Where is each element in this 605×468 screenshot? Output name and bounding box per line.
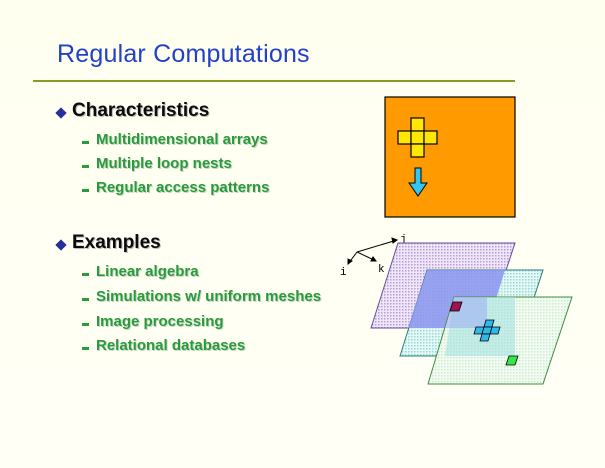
stencil-box — [384, 96, 516, 218]
axis-label-k: k — [378, 264, 385, 276]
list-item: Simulations w/ uniform meshes — [96, 288, 322, 305]
blue-stencil-marker — [473, 319, 501, 342]
axes-icon — [347, 237, 399, 265]
dash-icon — [82, 347, 89, 350]
dash-icon — [82, 141, 89, 144]
title-underline — [33, 80, 515, 82]
section-heading-characteristics: Characteristics — [72, 100, 210, 121]
list-item: Relational databases — [96, 337, 246, 354]
axis-label-j: j — [400, 234, 407, 246]
green-cell-marker — [505, 355, 519, 366]
red-cell-marker — [449, 301, 463, 312]
layered-arrays — [370, 242, 573, 385]
stencil-cell — [410, 143, 425, 158]
stencil-cell — [423, 130, 438, 145]
slide-title: Regular Computations — [57, 40, 310, 68]
axis-label-i: i — [340, 267, 347, 279]
dash-icon — [82, 165, 89, 168]
section-heading-examples: Examples — [72, 232, 161, 253]
stencil-cell — [397, 130, 412, 145]
stencil-cell — [410, 117, 425, 132]
dash-icon — [82, 298, 89, 301]
dash-icon — [82, 189, 89, 192]
list-item: Linear algebra — [96, 263, 199, 280]
list-item: Image processing — [96, 313, 224, 330]
down-arrow-icon — [408, 167, 428, 197]
stencil-cell — [410, 130, 425, 145]
orange-array-box — [384, 96, 516, 218]
dash-icon — [82, 273, 89, 276]
dash-icon — [82, 323, 89, 326]
list-item: Multiple loop nests — [96, 155, 232, 172]
list-item: Multidimensional arrays — [96, 131, 268, 148]
list-item: Regular access patterns — [96, 179, 270, 196]
